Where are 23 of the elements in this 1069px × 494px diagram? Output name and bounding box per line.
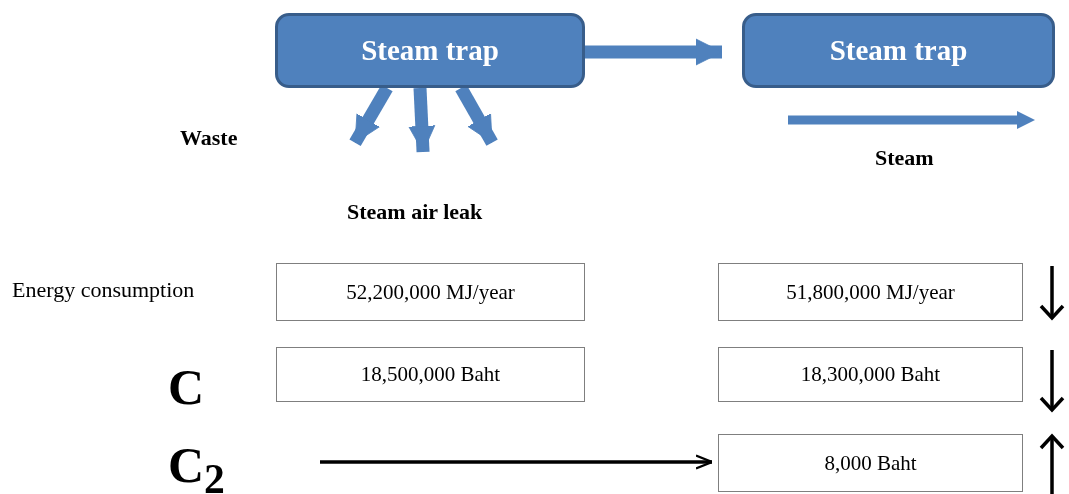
- arrow: [320, 454, 714, 470]
- process-box: [275, 13, 585, 88]
- node-label: Steam trap: [361, 34, 499, 67]
- variable-symbol: C$_{2}$: [168, 438, 225, 494]
- node-label: 18,500,000 Baht: [360, 362, 501, 387]
- value-box: [718, 263, 1023, 321]
- arrow: [408, 87, 436, 153]
- text-label: Energy consumption: [12, 278, 195, 303]
- text-label: Steam air leak: [347, 200, 483, 225]
- node-label: 18,300,000 Baht: [800, 362, 941, 387]
- node-label: Steam trap: [829, 34, 968, 67]
- variable-symbol: C: [168, 360, 205, 415]
- value-box: [276, 347, 585, 402]
- value-box: [718, 347, 1023, 402]
- node-label: 51,800,000 MJ/year: [786, 279, 955, 305]
- value-box: [718, 434, 1023, 492]
- value-box: [276, 263, 585, 321]
- node-label: 52,200,000 MJ/year: [346, 279, 515, 305]
- node-label: 8,000 Baht: [824, 450, 917, 476]
- text-label: Steam: [875, 146, 934, 171]
- text-label: Waste: [180, 126, 238, 151]
- arrow: [585, 38, 723, 66]
- process-box: [742, 13, 1055, 88]
